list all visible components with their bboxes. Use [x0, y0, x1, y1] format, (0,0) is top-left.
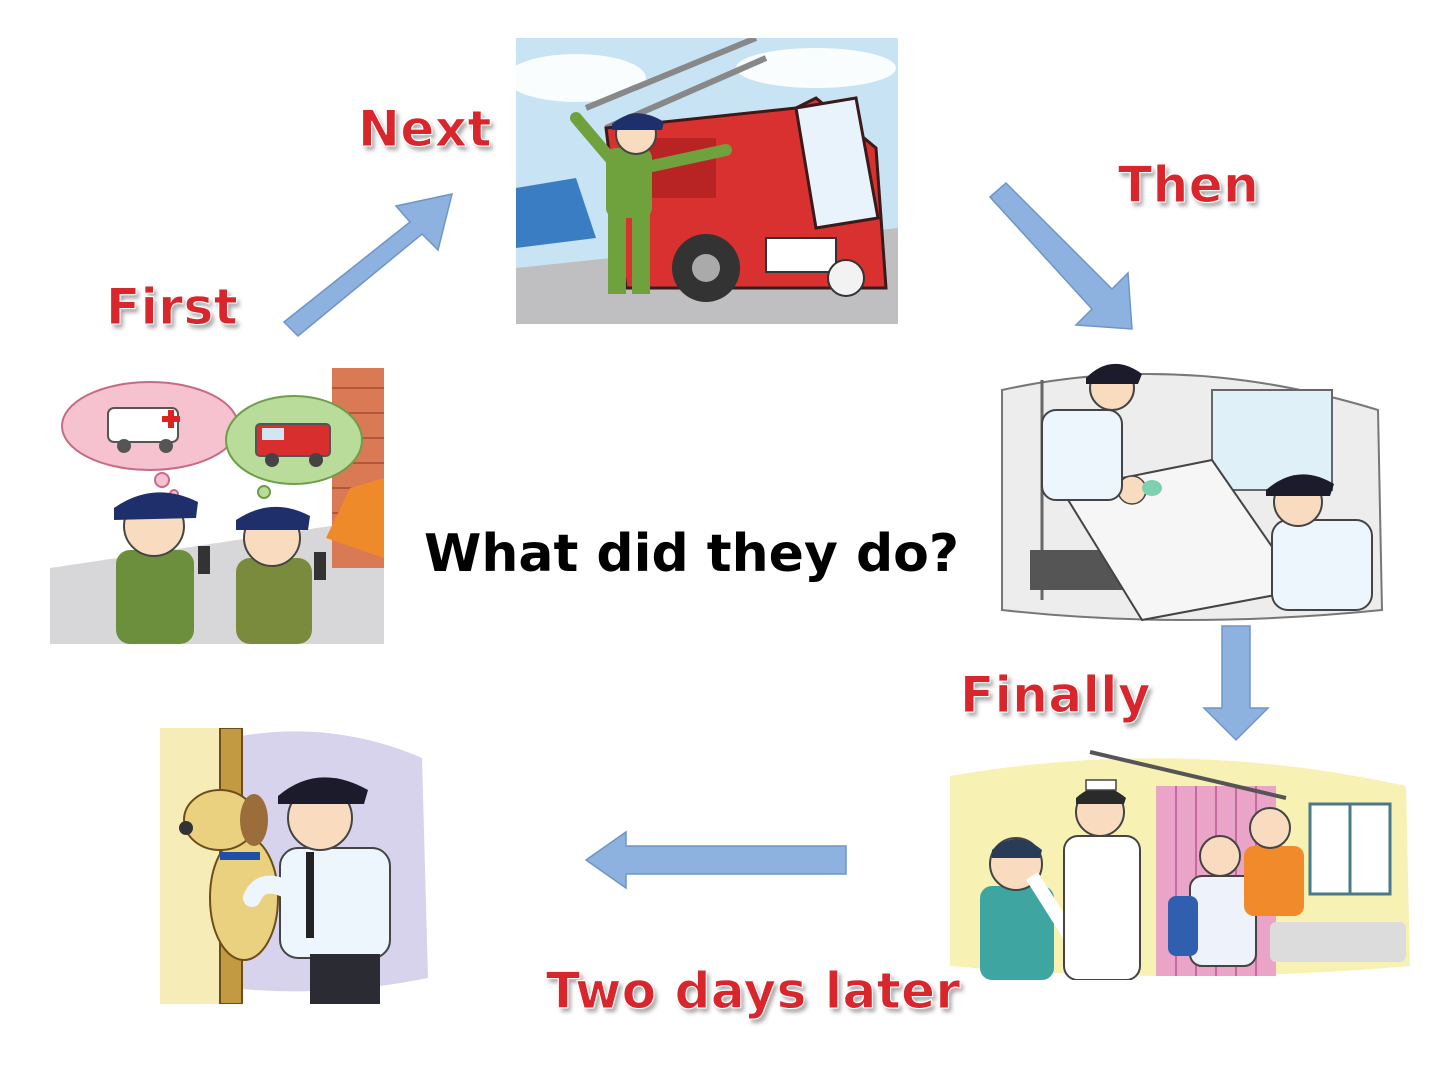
illustration-fire-truck [516, 38, 898, 324]
illustration-police-radio [50, 368, 384, 644]
illustration-hospital [940, 746, 1416, 980]
step-label-finally: Finally [960, 670, 1151, 720]
arrow-next-to-then [980, 175, 1150, 345]
central-question: What did they do? [424, 528, 959, 580]
arrow-then-to-finally [1200, 622, 1280, 746]
step-label-next: Next [358, 104, 492, 154]
illustration-stretcher-ambulance [982, 350, 1398, 624]
arrow-finally-to-two-days-later [580, 828, 852, 892]
step-label-two-days-later: Two days later [546, 966, 961, 1016]
illustration-police-with-dog [160, 728, 430, 1004]
step-label-first: First [106, 282, 238, 332]
arrow-first-to-next [270, 180, 470, 350]
